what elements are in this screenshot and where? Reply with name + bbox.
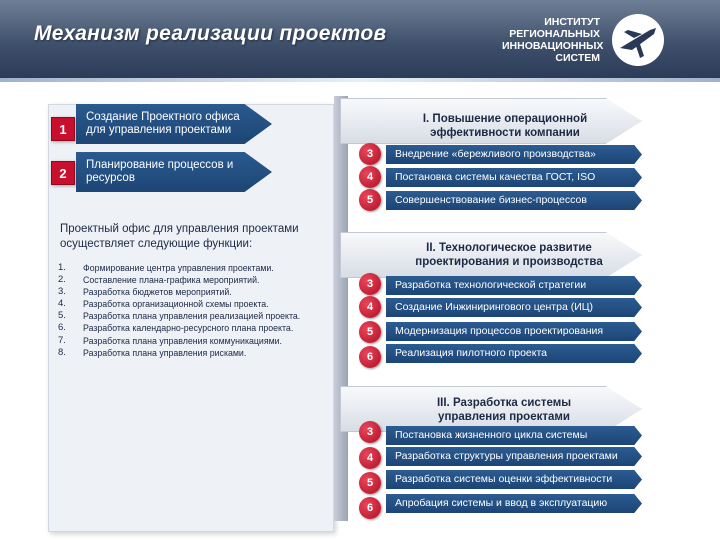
item-number-badge: 3 bbox=[359, 421, 381, 443]
page-title: Механизм реализации проектов bbox=[34, 22, 387, 45]
list-item: 3.Разработка бюджетов мероприятий. bbox=[58, 286, 232, 298]
block-2-item: Разработка технологической стратегии bbox=[386, 276, 642, 295]
header-banner bbox=[0, 0, 720, 82]
item-number-badge: 3 bbox=[359, 143, 381, 165]
logo-line: ИНСТИТУТ bbox=[544, 16, 600, 28]
list-item: 5.Разработка плана управления реализацие… bbox=[58, 310, 301, 322]
list-item: 4.Разработка организационной схемы проек… bbox=[58, 298, 269, 310]
item-number-badge: 3 bbox=[359, 273, 381, 295]
list-item: 2.Составление плана-графика мероприятий. bbox=[58, 274, 260, 286]
block-1-arrow bbox=[340, 98, 642, 144]
item-number-badge: 4 bbox=[359, 447, 381, 469]
connector-spine bbox=[334, 96, 348, 521]
block-2-item: Создание Инжинирингового центра (ИЦ) bbox=[386, 298, 642, 317]
item-number-badge: 4 bbox=[359, 166, 381, 188]
list-item: 8.Разработка плана управления рисками. bbox=[58, 346, 247, 358]
item-number-badge: 4 bbox=[359, 296, 381, 318]
block-1-item: Постановка системы качества ГОСТ, ISO bbox=[386, 168, 642, 187]
logo-line: ИННОВАЦИОННЫХ bbox=[502, 40, 604, 52]
airplane-logo-icon bbox=[612, 14, 664, 66]
item-number-badge: 5 bbox=[359, 189, 381, 211]
item-number-badge: 5 bbox=[359, 321, 381, 343]
list-item: 1.Формирование центра управления проекта… bbox=[58, 262, 274, 273]
block-3-item: Разработка системы оценки эффективности bbox=[386, 470, 642, 489]
step-label: Создание Проектного офиса для управления… bbox=[86, 111, 240, 136]
block-1-item: Совершенствование бизнес-процессов bbox=[386, 191, 642, 210]
block-3-item: Постановка жизненного цикла системы bbox=[386, 426, 642, 445]
item-number-badge: 5 bbox=[359, 472, 381, 494]
block-3-item: Апробация системы и ввод в эксплуатацию bbox=[386, 494, 642, 513]
block-2-item: Модернизация процессов проектирования bbox=[386, 322, 642, 341]
step-create-office: Создание Проектного офиса для управления… bbox=[76, 104, 272, 144]
block-3-item: Разработка структуры управления проектам… bbox=[386, 447, 642, 466]
step-label: Планирование процессов и ресурсов bbox=[86, 159, 234, 184]
list-item: 6.Разработка календарно-ресурсного плана… bbox=[58, 322, 294, 334]
item-number-badge: 6 bbox=[359, 497, 381, 519]
list-item: 7.Разработка плана управления коммуникац… bbox=[58, 334, 282, 346]
block-1-title: I. Повышение операционной эффективности … bbox=[422, 113, 588, 139]
functions-heading: Проектный офис для управления проектами … bbox=[60, 223, 299, 250]
step-planning: Планирование процессов и ресурсов bbox=[76, 152, 272, 192]
functions-list: 1.Формирование центра управления проекта… bbox=[58, 262, 334, 359]
logo-line: РЕГИОНАЛЬНЫХ bbox=[509, 28, 600, 40]
block-3-title: III. Разработка системы управления проек… bbox=[436, 397, 572, 423]
block-1-item: Внедрение «бережливого производства» bbox=[386, 145, 642, 164]
step-number-badge: 1 bbox=[51, 117, 75, 141]
logo-line: СИСТЕМ bbox=[555, 52, 600, 64]
block-2-item: Реализация пилотного проекта bbox=[386, 344, 642, 363]
item-number-badge: 6 bbox=[359, 346, 381, 368]
logo-text: ИНСТИТУТ РЕГИОНАЛЬНЫХ ИННОВАЦИОННЫХ СИСТ… bbox=[502, 16, 604, 64]
block-2-title: II. Технологическое развитие проектирова… bbox=[415, 242, 603, 268]
step-number-badge: 2 bbox=[51, 161, 75, 185]
